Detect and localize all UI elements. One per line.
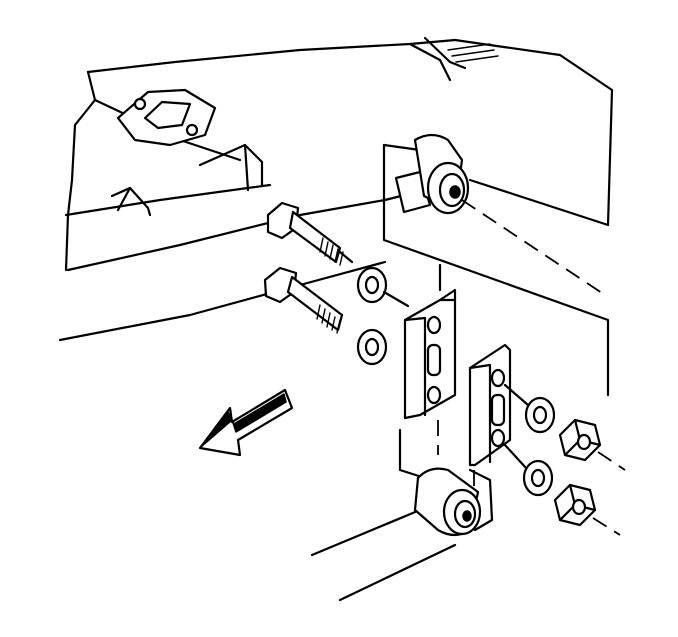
front-direction-arrow-icon bbox=[198, 388, 294, 457]
nut-lower bbox=[553, 483, 597, 527]
body-mount-pad bbox=[116, 88, 217, 147]
frame-rail bbox=[58, 36, 614, 342]
washer-lower-left bbox=[356, 328, 388, 366]
frame-hanger-plate bbox=[382, 213, 610, 397]
centerline-upper bbox=[461, 199, 606, 296]
bolt-axis-right-lower bbox=[503, 443, 528, 470]
shackle-plate-left bbox=[403, 288, 457, 420]
nut-upper bbox=[558, 418, 602, 462]
bolt-lower bbox=[263, 266, 344, 334]
bolt-axis-nut-lower bbox=[592, 517, 621, 536]
leaf-spring bbox=[310, 428, 494, 602]
bolt-axis-right-upper bbox=[503, 383, 530, 407]
shackle-plate-right bbox=[468, 343, 512, 467]
bolt-axis-upper bbox=[382, 290, 410, 308]
washer-upper-right bbox=[524, 396, 556, 434]
upper-spring-bushing bbox=[382, 133, 470, 217]
bolt-upper bbox=[266, 201, 354, 266]
washer-lower-right bbox=[522, 459, 554, 497]
bolt-axis-nut-upper bbox=[597, 451, 626, 471]
washer-upper-left bbox=[356, 266, 388, 304]
